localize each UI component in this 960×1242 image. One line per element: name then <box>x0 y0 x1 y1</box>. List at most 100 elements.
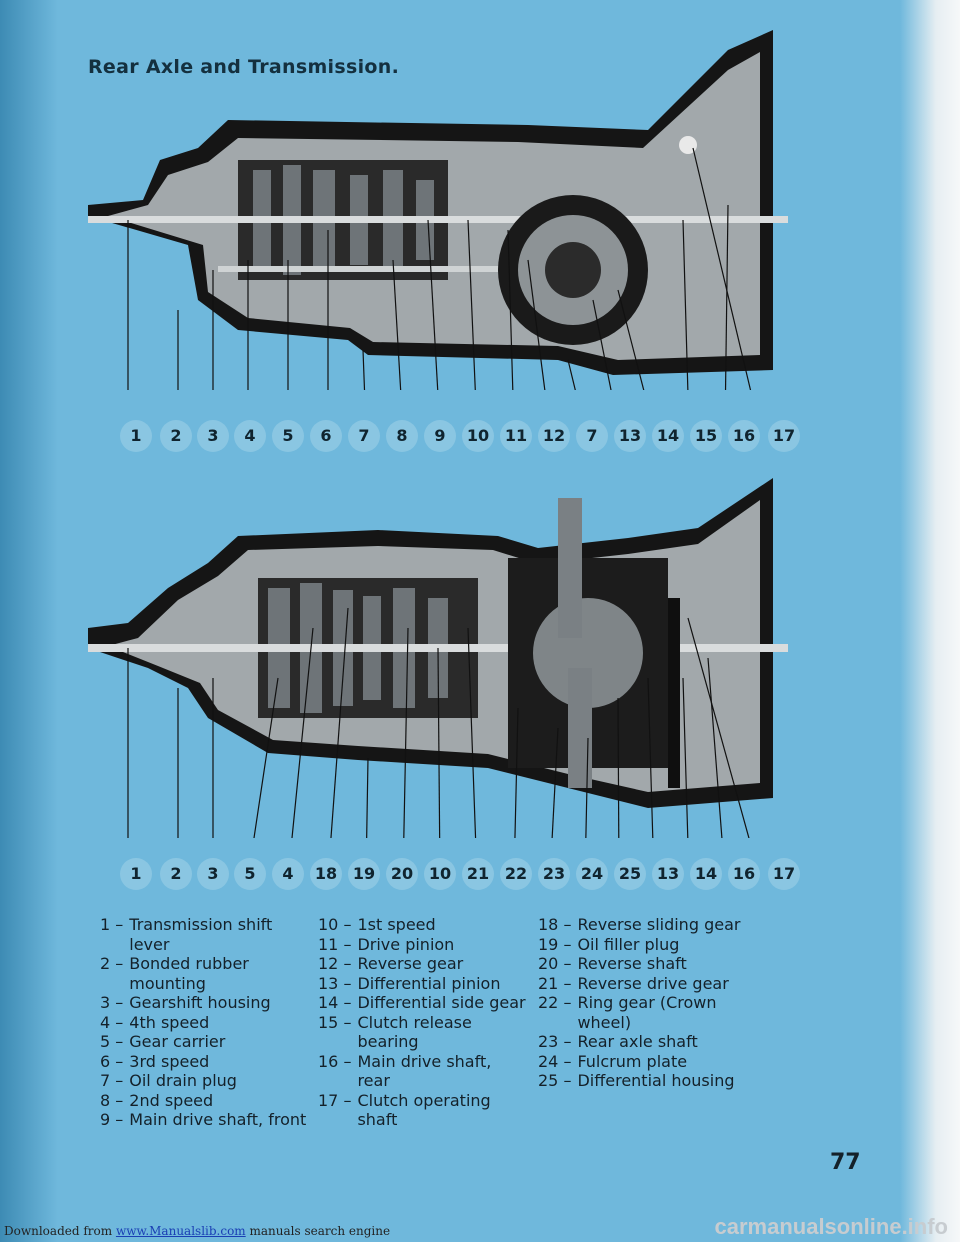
legend-entry: 8 –2nd speed <box>100 1090 214 1110</box>
binding-shadow <box>0 0 58 1242</box>
legend-entry: 2 –Bonded rubber mounting <box>100 954 310 993</box>
legend-entry: 23 –Rear axle shaft <box>538 1032 698 1051</box>
callout: 5 <box>272 420 304 452</box>
callout: 6 <box>310 420 342 452</box>
legend-text: Gearshift housing <box>129 993 271 1012</box>
legend-text: Ring gear (Crown wheel) <box>577 993 717 1032</box>
callout: 11 <box>500 420 532 452</box>
callout: 2 <box>160 420 192 452</box>
callout: 17 <box>768 858 800 890</box>
callout: 7 <box>576 420 608 452</box>
legend-text: Oil filler plug <box>577 934 680 954</box>
operating-shaft-end <box>679 136 697 154</box>
callout: 8 <box>386 420 418 452</box>
legend-entry: 9 –Main drive shaft, front <box>100 1110 307 1129</box>
legend-entry: 4 –4th speed <box>100 1012 210 1032</box>
callout: 20 <box>386 858 418 890</box>
callout: 22 <box>500 858 532 890</box>
legend-text: Gear carrier <box>129 1032 226 1051</box>
callout: 1 <box>120 420 152 452</box>
legend-entry: 10 –1st speed <box>318 915 436 934</box>
legend-text: Clutch operating shaft <box>357 1090 491 1130</box>
legend-text: Reverse drive gear <box>577 973 729 993</box>
figure-side-callouts: 1 2 3 5 4 18 19 20 10 21 22 23 24 25 13 … <box>112 858 832 894</box>
figure-top-view <box>88 30 788 390</box>
figure-top-callouts: 1 2 3 4 5 6 7 8 9 10 11 12 7 13 14 15 16… <box>112 420 832 456</box>
page-number: 77 <box>830 1150 861 1175</box>
callout: 18 <box>310 858 342 890</box>
callout: 23 <box>538 858 570 890</box>
legend-entry: 1 –Transmission shift lever <box>100 915 310 954</box>
legend-entry: 13 –Differential pinion <box>318 973 501 993</box>
legend-entry: 22 –Ring gear (Crown wheel) <box>538 993 748 1032</box>
legend-text: 1st speed <box>357 915 436 934</box>
legend-column-2: 10 –1st speed 11 –Drive pinion 12 –Rever… <box>318 915 528 1130</box>
main-shaft <box>88 216 788 223</box>
legend-text: Fulcrum plate <box>577 1051 688 1071</box>
legend-text: 4th speed <box>129 1012 210 1032</box>
axle-shaft-upper <box>558 498 582 638</box>
legend-text: Main drive shaft, rear <box>357 1051 492 1091</box>
callout: 15 <box>690 420 722 452</box>
legend-entry: 21 –Reverse drive gear <box>538 973 729 993</box>
callout: 17 <box>768 420 800 452</box>
callout: 16 <box>728 858 760 890</box>
callout: 24 <box>576 858 608 890</box>
callout: 13 <box>652 858 684 890</box>
callout: 16 <box>728 420 760 452</box>
page-title: Rear Axle and Transmission. <box>88 56 400 78</box>
legend-entry: 12 –Reverse gear <box>318 954 464 973</box>
legend-text: Differential pinion <box>357 973 501 993</box>
callout: 3 <box>197 858 229 890</box>
page-edge <box>900 0 960 1242</box>
legend-entry: 14 –Differential side gear <box>318 993 526 1012</box>
callout: 2 <box>160 858 192 890</box>
callout: 9 <box>424 420 456 452</box>
legend-column-3: 18 –Reverse sliding gear 19 –Oil filler … <box>538 915 748 1091</box>
leader-lines <box>127 607 750 838</box>
callout: 7 <box>348 420 380 452</box>
callout: 3 <box>197 420 229 452</box>
legend-text: Rear axle shaft <box>577 1032 698 1051</box>
legend-entry: 19 –Oil filler plug <box>538 934 680 954</box>
differential-gears <box>545 242 601 298</box>
legend-entry: 6 –3rd speed <box>100 1051 210 1071</box>
legend-entry: 3 –Gearshift housing <box>100 993 271 1012</box>
callout: 13 <box>614 420 646 452</box>
manualslib-link[interactable]: www.Manualslib.com <box>115 1224 246 1238</box>
legend-entry: 5 –Gear carrier <box>100 1032 226 1051</box>
axle-shaft-lower <box>568 668 592 788</box>
callout: 4 <box>234 420 266 452</box>
legend-text: Reverse gear <box>357 954 464 973</box>
legend-text: 3rd speed <box>129 1051 210 1071</box>
callout: 14 <box>652 420 684 452</box>
leader-lines <box>127 147 752 390</box>
callout: 4 <box>272 858 304 890</box>
legend-entry: 25 –Differential housing <box>538 1071 735 1090</box>
legend-text: Oil drain plug <box>129 1071 237 1090</box>
legend-entry: 17 –Clutch operating shaft <box>318 1091 528 1130</box>
callout: 5 <box>234 858 266 890</box>
legend-entry: 7 –Oil drain plug <box>100 1071 237 1090</box>
callout: 14 <box>690 858 722 890</box>
callout: 12 <box>538 420 570 452</box>
callout: 10 <box>462 420 494 452</box>
callout: 21 <box>462 858 494 890</box>
legend-entry: 11 –Drive pinion <box>318 934 455 954</box>
callout: 1 <box>120 858 152 890</box>
legend-text: Main drive shaft, front <box>129 1110 307 1129</box>
legend-text: Differential side gear <box>357 993 526 1012</box>
watermark: carmanualsonline.info <box>714 1214 949 1239</box>
legend-text: 2nd speed <box>129 1090 214 1110</box>
callout: 10 <box>424 858 456 890</box>
callout: 19 <box>348 858 380 890</box>
legend-text: Differential housing <box>577 1071 735 1090</box>
callout: 25 <box>614 858 646 890</box>
legend-text: Reverse shaft <box>577 954 687 973</box>
legend-text: Bonded rubber mounting <box>129 954 249 993</box>
legend-text: Transmission shift lever <box>129 915 273 954</box>
legend-entry: 20 –Reverse shaft <box>538 954 687 973</box>
figure-side-view <box>88 478 788 838</box>
legend-text: Drive pinion <box>357 934 455 954</box>
